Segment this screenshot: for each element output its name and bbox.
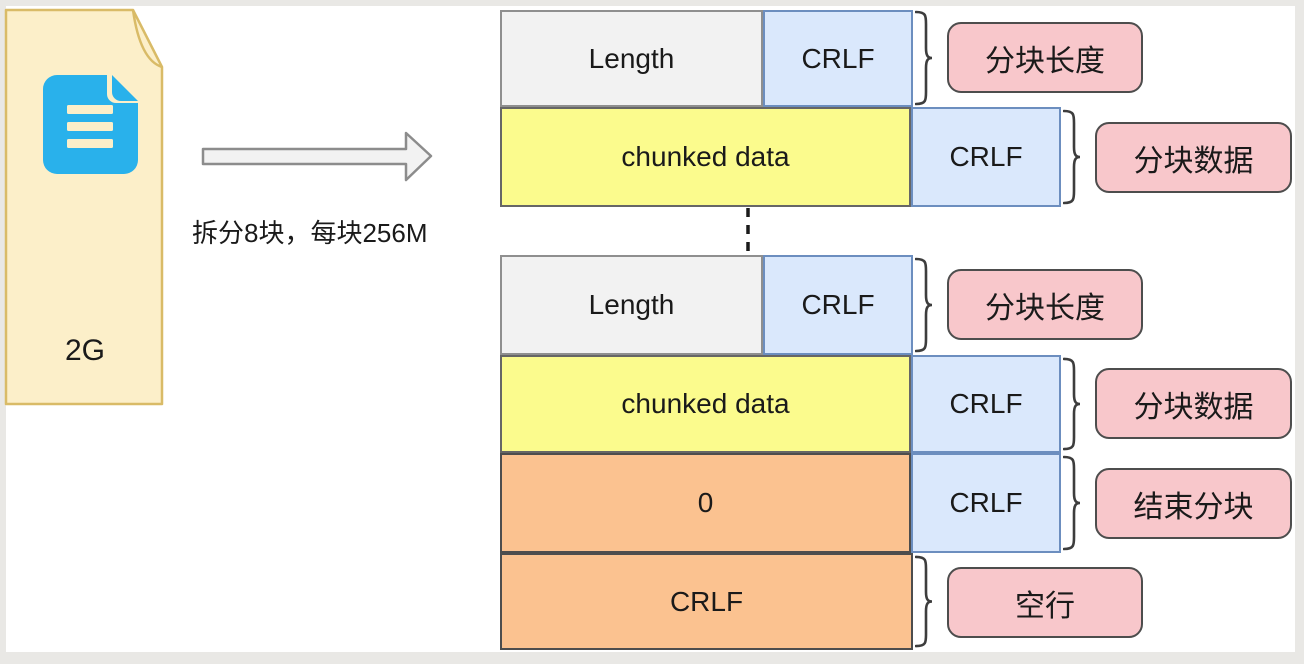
row4-crlf-cell: CRLF [911, 355, 1061, 453]
row2-crlf-cell: CRLF [911, 107, 1061, 207]
row2-brace-icon [1063, 109, 1081, 205]
row5-zero-cell: 0 [500, 453, 911, 553]
row4-chunked-data-cell: chunked data [500, 355, 911, 453]
ellipsis-dashes [740, 206, 756, 256]
row6-annotation: 空行 [947, 567, 1143, 638]
row1-crlf-cell: CRLF [763, 10, 913, 107]
split-caption: 拆分8块，每块256M [192, 218, 428, 248]
row5-crlf-cell: CRLF [911, 453, 1061, 553]
row6-brace-icon [915, 555, 933, 648]
row3-brace-icon [915, 257, 933, 353]
file-size-label: 2G [64, 334, 106, 367]
row1-annotation: 分块长度 [947, 22, 1143, 93]
document-icon [43, 75, 139, 174]
row2-annotation: 分块数据 [1095, 122, 1292, 193]
row2-chunked-data-cell: chunked data [500, 107, 911, 207]
row6-crlf-cell: CRLF [500, 553, 913, 650]
row5-annotation: 结束分块 [1095, 468, 1292, 539]
row1-brace-icon [915, 10, 933, 106]
row1-length-cell: Length [500, 10, 763, 107]
row3-annotation: 分块长度 [947, 269, 1143, 340]
row4-brace-icon [1063, 357, 1081, 451]
split-arrow-icon [195, 125, 440, 190]
row5-brace-icon [1063, 455, 1081, 551]
row4-annotation: 分块数据 [1095, 368, 1292, 439]
row3-crlf-cell: CRLF [763, 255, 913, 355]
row3-length-cell: Length [500, 255, 763, 355]
